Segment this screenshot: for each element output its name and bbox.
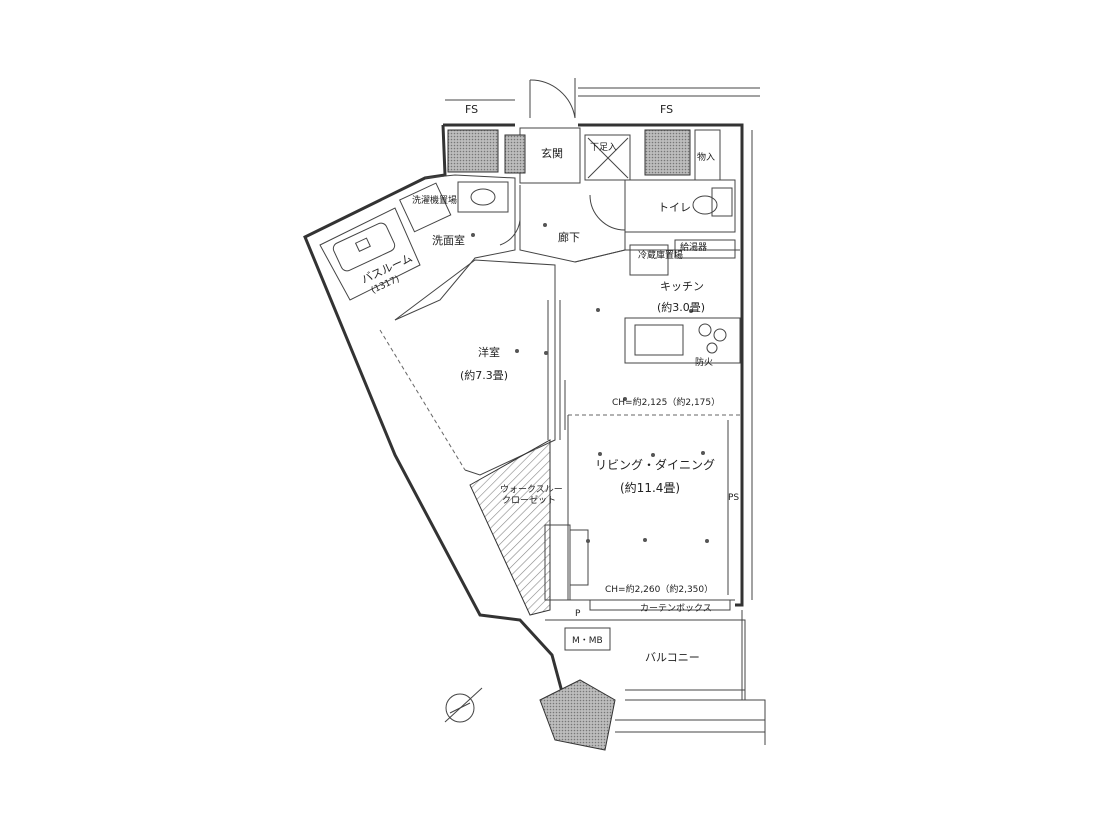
- balcony-shaft: [539, 679, 616, 751]
- p-mark: P: [575, 609, 581, 619]
- door-swing-icon: [529, 78, 576, 119]
- genkan-label: 玄関: [541, 146, 563, 160]
- kitchen-label: キッチン: [660, 280, 704, 293]
- toilet-room: [624, 179, 736, 233]
- living-label: リビング・ダイニング: [595, 457, 715, 472]
- sink-icon: [457, 181, 509, 213]
- ceiling-note-kitchen: CH=約2,125（約2,175）: [612, 396, 720, 408]
- western-room: [379, 259, 561, 476]
- ceiling-lights: [471, 223, 709, 543]
- bathroom: [319, 207, 421, 301]
- ps-mark: PS: [728, 493, 739, 503]
- sink-icon: [634, 324, 684, 356]
- western-room-size: (約7.3畳): [460, 368, 508, 382]
- washroom: [394, 174, 516, 321]
- bathtub-icon: [332, 222, 396, 272]
- western-room-label: 洋室: [478, 345, 500, 359]
- toilet-icon: [692, 187, 733, 217]
- living-size: (約11.4畳): [620, 480, 680, 495]
- toilet-label: トイレ: [658, 201, 691, 214]
- mb-box: [564, 627, 611, 651]
- fire-label: 防火: [695, 356, 713, 368]
- storage-label: 物入: [697, 151, 715, 163]
- living-room: [564, 380, 735, 611]
- washer-label: 洗濯機置場: [412, 194, 457, 206]
- balcony-label: バルコニー: [645, 651, 700, 664]
- fs-right-shaft: [644, 129, 691, 176]
- closet-label-2: クローゼット: [502, 494, 556, 506]
- rouka-label: 廊下: [558, 230, 580, 244]
- fridge-label: 冷蔵庫置場: [638, 249, 683, 261]
- shoe-cabinet-label: 下足入: [590, 142, 617, 153]
- kitchen-size: (約3.0畳): [657, 300, 705, 314]
- fs-left-label: FS: [465, 103, 478, 116]
- fs-right-label: FS: [660, 103, 673, 116]
- exterior-top: [445, 87, 760, 101]
- curtain-box-label: カーテンボックス: [640, 603, 712, 614]
- corridor: [499, 185, 626, 263]
- balcony: [539, 619, 765, 751]
- fs-left-shaft: [447, 129, 499, 173]
- heater-label: 給湯器: [680, 241, 707, 253]
- compass-icon: [444, 687, 483, 723]
- kitchen: [568, 239, 741, 416]
- ceiling-note-living: CH=約2,260（約2,350）: [605, 583, 713, 595]
- closet-label-1: ウォークスルー: [500, 484, 563, 495]
- stove-icon: [698, 323, 727, 354]
- entrance: [504, 127, 631, 184]
- washroom-label: 洗面室: [432, 233, 465, 247]
- walkin-closet: [469, 439, 589, 616]
- mb-label: M・MB: [572, 636, 603, 646]
